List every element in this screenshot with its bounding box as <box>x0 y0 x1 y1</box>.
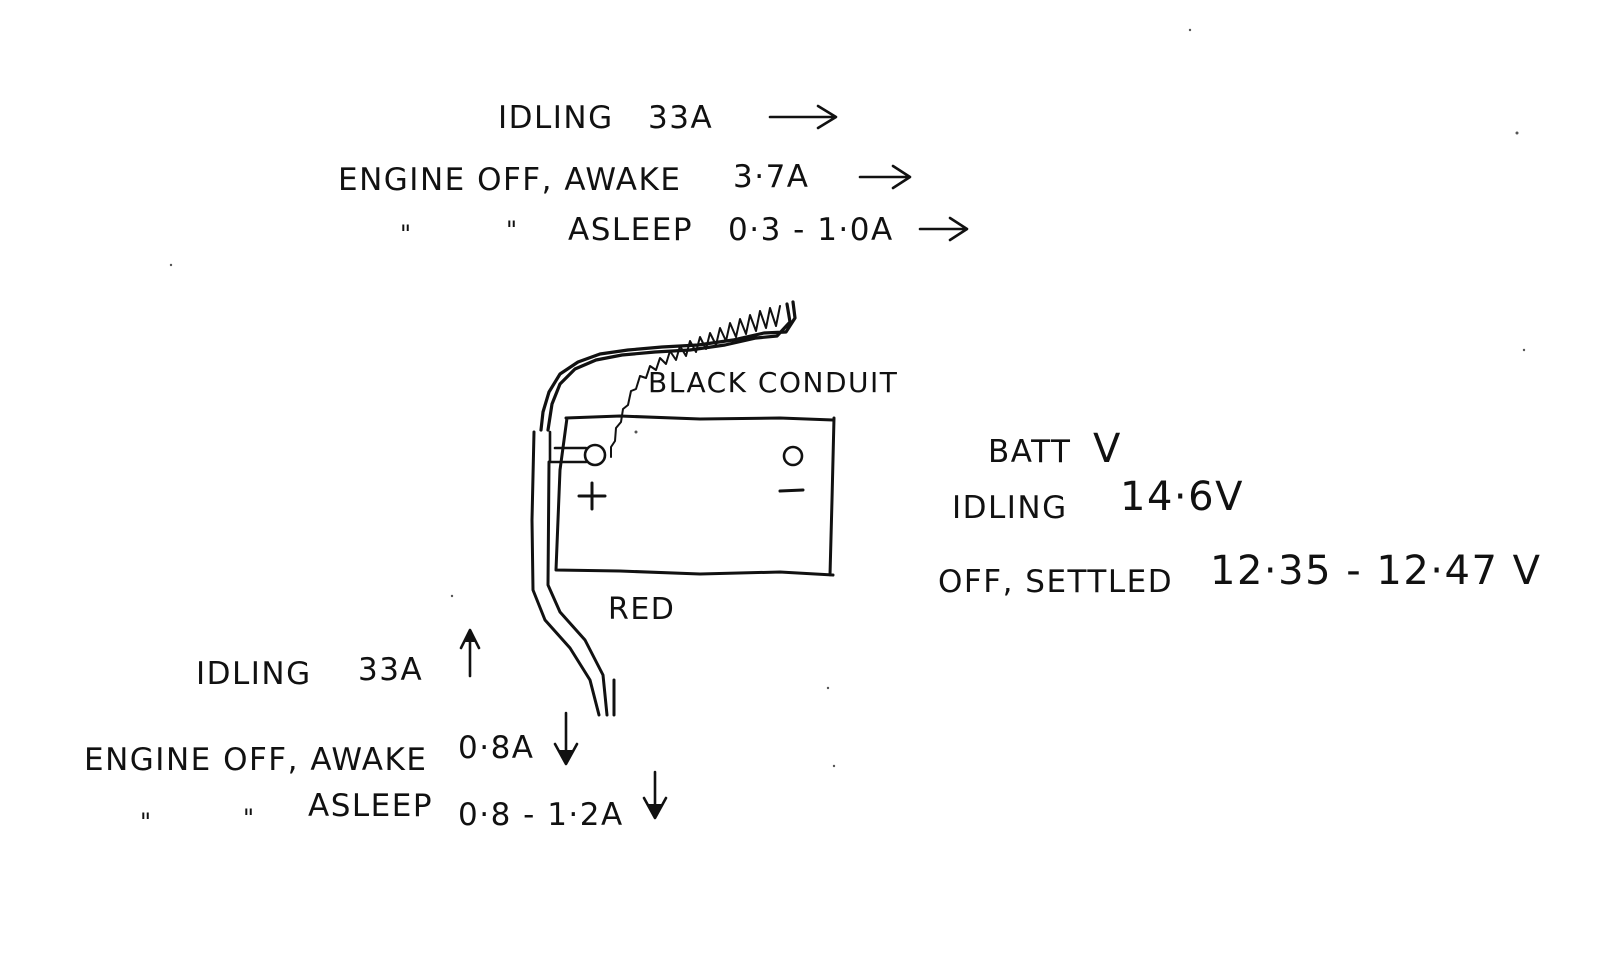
top-current-notes: IDLING 33A ENGINE OFF, AWAKE 3·7A " " AS… <box>338 100 969 248</box>
right-arrow-icon <box>768 104 838 130</box>
top-engine-off-awake-label: ENGINE OFF, AWAKE <box>338 162 681 198</box>
battery-body <box>554 414 836 577</box>
off-settled-label: OFF, SETTLED <box>938 564 1173 600</box>
idling-voltage-label: IDLING <box>952 490 1068 526</box>
right-arrow-icon <box>858 164 912 190</box>
red-wire-label: RED <box>608 592 675 627</box>
top-ditto-mark-2: " <box>506 216 517 244</box>
bottom-asleep-current: 0·8 - 1·2A <box>458 797 624 833</box>
off-settled-voltage-value: 12·35 - 12·47 V <box>1210 548 1541 594</box>
top-asleep-label: ASLEEP <box>568 212 693 248</box>
bottom-engine-off-awake-label: ENGINE OFF, AWAKE <box>84 742 427 778</box>
bottom-idling-current: 33A <box>358 652 423 688</box>
top-engine-off-awake-current: 3·7A <box>733 159 810 195</box>
idling-voltage-value: 14·6V <box>1120 474 1244 520</box>
conduit-coil-texture <box>610 305 781 458</box>
red-wire <box>530 430 616 717</box>
black-conduit-label: BLACK CONDUIT <box>648 366 898 399</box>
batt-heading: BATT <box>988 434 1071 470</box>
up-arrow-icon <box>459 628 481 678</box>
positive-terminal-icon <box>583 443 607 467</box>
black-conduit <box>539 300 797 432</box>
battery-assembly: BLACK CONDUIT RED <box>530 300 898 717</box>
positive-lead <box>548 430 588 464</box>
down-arrow-icon <box>642 770 668 820</box>
bottom-engine-off-awake-current: 0·8A <box>458 730 535 766</box>
negative-sign <box>778 488 805 493</box>
batt-heading-unit: V <box>1093 426 1122 472</box>
top-idling-current: 33A <box>648 100 713 136</box>
bottom-ditto-mark-1: " <box>140 808 151 836</box>
bottom-asleep-label: ASLEEP <box>308 788 433 824</box>
top-asleep-current: 0·3 - 1·0A <box>728 212 894 248</box>
down-arrow-icon <box>553 711 579 766</box>
paper-specks <box>169 28 1526 768</box>
right-arrow-icon <box>918 216 969 242</box>
bottom-ditto-mark-2: " <box>243 804 254 832</box>
negative-terminal-icon <box>782 445 804 467</box>
positive-sign <box>577 481 607 511</box>
top-idling-label: IDLING <box>498 100 614 136</box>
bottom-current-notes: IDLING 33A ENGINE OFF, AWAKE 0·8A " " AS… <box>84 628 668 836</box>
bottom-idling-label: IDLING <box>196 656 312 692</box>
voltage-notes: BATT V IDLING 14·6V OFF, SETTLED 12·35 -… <box>938 426 1541 600</box>
top-ditto-mark-1: " <box>400 220 411 248</box>
